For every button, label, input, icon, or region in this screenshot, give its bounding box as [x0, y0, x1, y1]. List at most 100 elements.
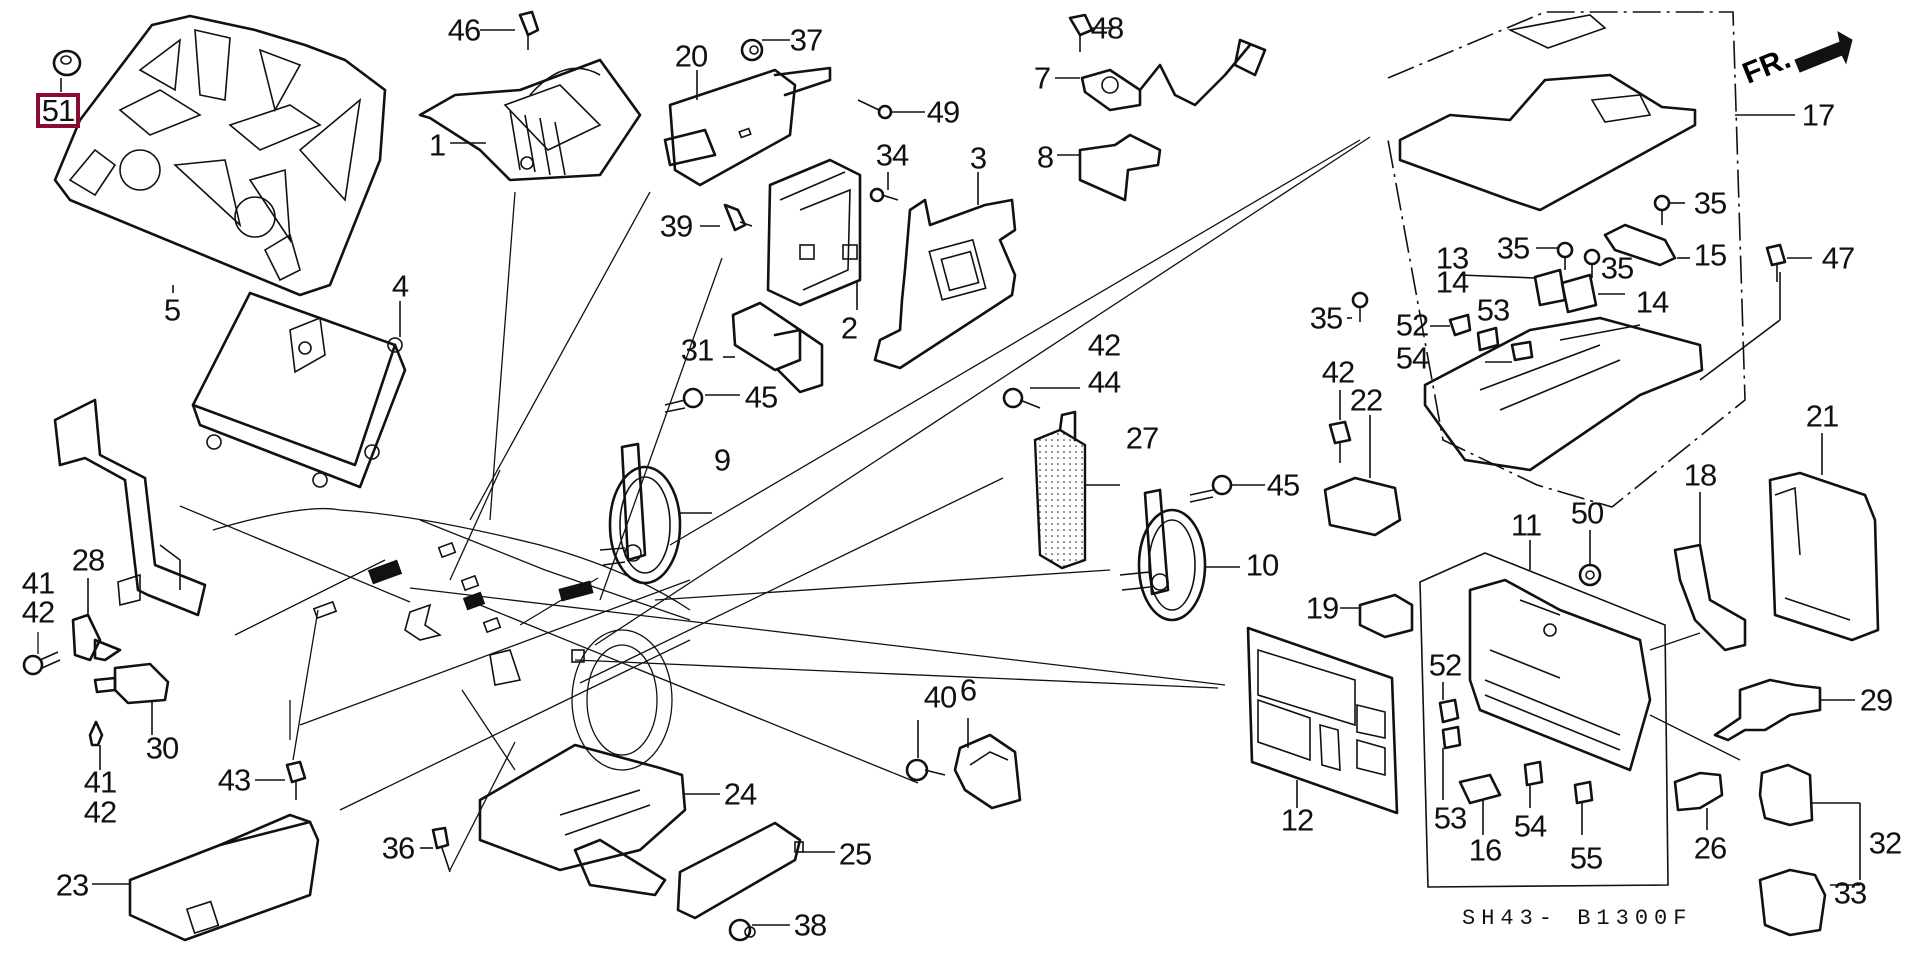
part-17-relay-box-assembly[interactable]: [669, 11, 1795, 546]
callout-54a[interactable]: 54: [1395, 340, 1429, 376]
callout-20[interactable]: 20: [674, 38, 708, 74]
callout-48[interactable]: 48: [1090, 10, 1124, 46]
part-1-amplifier[interactable]: [418, 58, 651, 521]
callout-2[interactable]: 2: [840, 310, 858, 346]
callout-26[interactable]: 26: [1693, 830, 1727, 866]
callout-18[interactable]: 18: [1683, 457, 1717, 493]
callout-17[interactable]: 17: [1801, 97, 1835, 133]
part-33-socket[interactable]: [1758, 868, 1860, 937]
callout-24[interactable]: 24: [723, 776, 757, 812]
callout-50[interactable]: 50: [1570, 495, 1604, 531]
callout-33[interactable]: 33: [1833, 875, 1867, 911]
callout-43[interactable]: 43: [217, 762, 251, 798]
part-43-bolt[interactable]: [255, 609, 319, 800]
callout-22[interactable]: 22: [1349, 382, 1383, 418]
callout-35b[interactable]: 35: [1496, 230, 1530, 266]
part-45-bolt-right[interactable]: [1189, 474, 1265, 503]
part-14-relays[interactable]: [1459, 268, 1625, 314]
callout-40[interactable]: 40: [923, 679, 957, 715]
part-12-label-panel[interactable]: [574, 626, 1399, 815]
callout-47[interactable]: 47: [1821, 240, 1855, 276]
callout-46[interactable]: 46: [447, 12, 481, 48]
callout-34[interactable]: 34: [875, 137, 909, 173]
callout-45a[interactable]: 45: [744, 379, 778, 415]
part-27-relay[interactable]: [579, 136, 1371, 684]
part-52-53-54-55-small-fuses[interactable]: [1438, 682, 1594, 835]
part-10-horn[interactable]: [654, 488, 1240, 622]
callout-39[interactable]: 39: [659, 208, 693, 244]
part-2-control-unit[interactable]: [766, 158, 862, 310]
callout-19[interactable]: 19: [1305, 590, 1339, 626]
callout-3[interactable]: 3: [969, 140, 987, 176]
part-41-bolt[interactable]: [22, 632, 61, 676]
callout-42-upper-left[interactable]: 42: [21, 594, 55, 630]
callout-52b[interactable]: 52: [1428, 647, 1462, 683]
callout-30[interactable]: 30: [145, 730, 179, 766]
part-38-screw[interactable]: [728, 918, 790, 942]
callout-7[interactable]: 7: [1033, 60, 1051, 96]
part-47-bolt[interactable]: [1765, 243, 1812, 282]
callout-31[interactable]: 31: [680, 332, 714, 368]
part-32-relay[interactable]: [1758, 763, 1861, 880]
callout-5[interactable]: 5: [163, 292, 181, 328]
part-24-unit[interactable]: [478, 743, 720, 897]
part-35-screws[interactable]: [1347, 194, 1685, 322]
callout-15[interactable]: 15: [1693, 237, 1727, 273]
part-37-screw[interactable]: [740, 38, 790, 62]
callout-9[interactable]: 9: [713, 442, 731, 478]
callout-13[interactable]: 13: [1435, 240, 1469, 276]
callout-29[interactable]: 29: [1859, 682, 1893, 718]
callout-14b[interactable]: 14: [1635, 284, 1669, 320]
part-19-relay[interactable]: [1340, 593, 1414, 639]
part-50-nut[interactable]: [1578, 530, 1602, 587]
callout-35c[interactable]: 35: [1600, 250, 1634, 286]
callout-36[interactable]: 36: [381, 830, 415, 866]
part-6-bracket[interactable]: [953, 718, 1022, 810]
part-5-cover[interactable]: [53, 14, 387, 297]
callout-38[interactable]: 38: [793, 907, 827, 943]
callout-27[interactable]: 27: [1125, 420, 1159, 456]
part-4-ecu[interactable]: [191, 291, 407, 489]
part-29-sensor[interactable]: [1713, 678, 1855, 742]
callout-4[interactable]: 4: [391, 268, 409, 304]
callout-42-upper[interactable]: 42: [1087, 327, 1121, 363]
callout-28[interactable]: 28: [71, 542, 105, 578]
callout-11[interactable]: 11: [1510, 507, 1542, 543]
part-36-screw[interactable]: [420, 741, 516, 873]
part-48-bolt[interactable]: [1068, 13, 1115, 52]
callout-41-lower[interactable]: 41: [83, 764, 117, 800]
part-28-plate[interactable]: [71, 578, 122, 662]
callout-53a[interactable]: 53: [1476, 292, 1510, 328]
callout-37[interactable]: 37: [789, 22, 823, 58]
part-8-bracket[interactable]: [1057, 133, 1162, 202]
part-41-bolt-lower[interactable]: [88, 720, 104, 770]
callout-32[interactable]: 32: [1868, 825, 1902, 861]
part-13-relay-box-base[interactable]: [1423, 272, 1781, 472]
callout-42-right[interactable]: 42: [1321, 354, 1355, 390]
part-21-unit[interactable]: [1768, 433, 1880, 642]
part-30-sensor[interactable]: [93, 662, 170, 735]
part-3-bracket[interactable]: [873, 172, 1017, 370]
callout-6[interactable]: 6: [959, 672, 977, 708]
callout-12[interactable]: 12: [1280, 802, 1314, 838]
part-28-bracket[interactable]: [53, 398, 411, 617]
part-7-sensor[interactable]: [1055, 38, 1267, 112]
callout-41-upper[interactable]: 41: [21, 565, 55, 601]
part-25-cover[interactable]: [676, 821, 835, 920]
callout-49[interactable]: 49: [926, 94, 960, 130]
part-23-module[interactable]: [92, 813, 320, 942]
part-18-bracket[interactable]: [1649, 492, 1747, 652]
part-26-connector[interactable]: [1673, 771, 1724, 830]
callout-23[interactable]: 23: [55, 867, 89, 903]
callout-44[interactable]: 44: [1087, 364, 1121, 400]
callout-14a[interactable]: 14: [1435, 264, 1469, 300]
callout-21[interactable]: 21: [1805, 398, 1839, 434]
part-40-bolt[interactable]: [905, 720, 946, 782]
part-51-nut[interactable]: [52, 49, 82, 92]
part-52-53-54-fuses[interactable]: [1430, 313, 1534, 363]
callout-1[interactable]: 1: [428, 127, 446, 163]
callout-42-lower-left[interactable]: 42: [83, 794, 117, 830]
part-22-relay[interactable]: [1323, 415, 1402, 537]
part-44-screw[interactable]: [1002, 387, 1080, 409]
callout-35d[interactable]: 35: [1309, 300, 1343, 336]
